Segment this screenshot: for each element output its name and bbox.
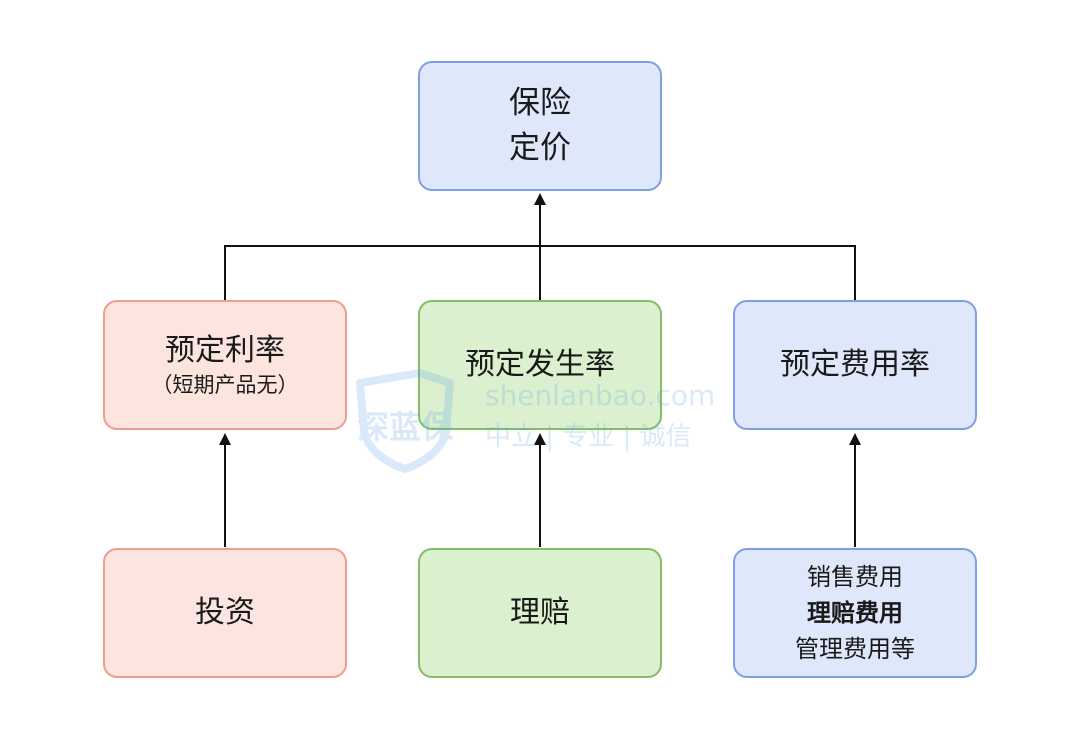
claims-title: 理赔 bbox=[510, 595, 570, 630]
interest-title: 预定利率 bbox=[165, 333, 285, 368]
node-interest-rate: 预定利率 （短期产品无） bbox=[103, 300, 347, 430]
node-incidence-rate: 预定发生率 bbox=[418, 300, 662, 430]
expense-title: 预定费用率 bbox=[780, 347, 930, 382]
node-expense-rate: 预定费用率 bbox=[733, 300, 977, 430]
root-node-pricing: 保险 定价 bbox=[418, 61, 662, 191]
costs-line-3: 管理费用等 bbox=[795, 635, 915, 663]
root-line-2: 定价 bbox=[509, 130, 571, 166]
costs-line-1: 销售费用 bbox=[807, 563, 903, 591]
node-investment: 投资 bbox=[103, 548, 347, 678]
investment-title: 投资 bbox=[195, 595, 255, 630]
node-claims: 理赔 bbox=[418, 548, 662, 678]
root-line-1: 保险 bbox=[509, 85, 571, 121]
interest-note: （短期产品无） bbox=[151, 373, 299, 397]
node-costs: 销售费用 理赔费用 管理费用等 bbox=[733, 548, 977, 678]
costs-line-2: 理赔费用 bbox=[807, 599, 903, 627]
incidence-title: 预定发生率 bbox=[465, 347, 615, 382]
